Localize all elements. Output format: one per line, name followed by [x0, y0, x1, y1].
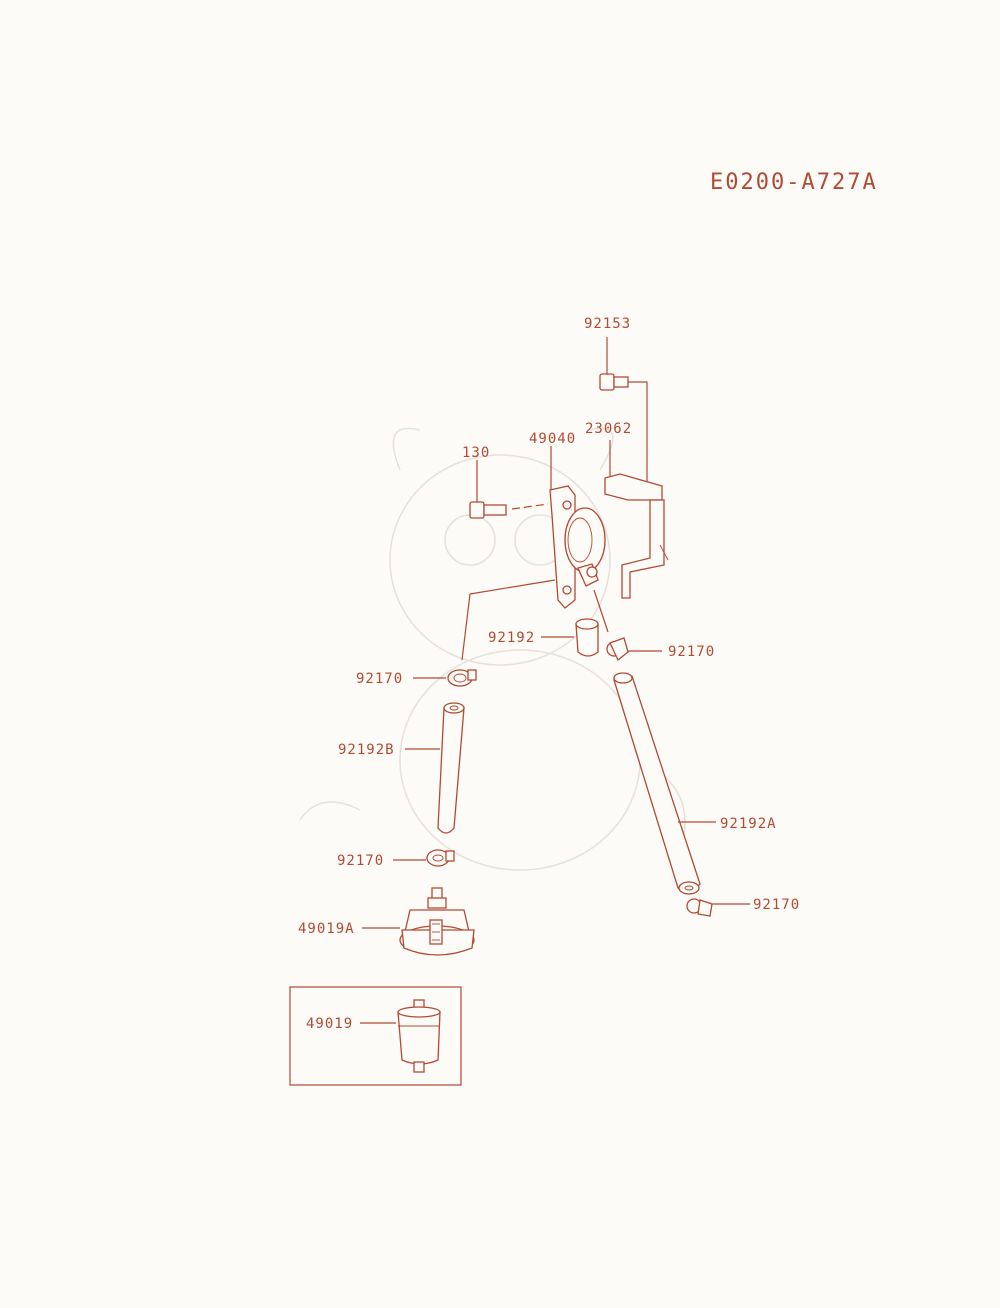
fuel-filter-49019-box — [289, 986, 462, 1086]
label-92153: 92153 — [584, 316, 631, 332]
label-92170-upper-left: 92170 — [356, 671, 403, 687]
label-92192A: 92192A — [720, 816, 777, 832]
label-92170-lower-left: 92170 — [337, 853, 384, 869]
label-49040: 49040 — [529, 431, 576, 447]
label-130: 130 — [462, 445, 490, 461]
clamp-92170-upper-right — [606, 637, 662, 662]
diagram-code: E0200-A727A — [710, 170, 878, 195]
label-49019: 49019 — [306, 1016, 353, 1032]
label-92170-lower-right: 92170 — [753, 897, 800, 913]
clamp-92170-upper-left — [413, 669, 477, 687]
bolt-92153 — [599, 337, 648, 485]
label-23062: 23062 — [585, 421, 632, 437]
bolt-130 — [469, 460, 549, 519]
fuel-pump-49040 — [461, 446, 609, 661]
hose-92192 — [541, 618, 599, 657]
part-labels: 92153 49040 23062 130 92192 92170 92170 … — [298, 316, 800, 1032]
hose-92192A — [613, 672, 716, 895]
label-92192: 92192 — [488, 630, 535, 646]
fuel-filter-49019A — [362, 887, 475, 956]
label-49019A: 49019A — [298, 921, 355, 937]
label-92170-upper-right: 92170 — [668, 644, 715, 660]
clamp-92170-lower-left — [393, 849, 455, 867]
hose-92192B — [405, 702, 465, 834]
clamp-92170-lower-right — [686, 898, 750, 917]
label-92192B: 92192B — [338, 742, 395, 758]
bracket-23062 — [604, 440, 669, 599]
